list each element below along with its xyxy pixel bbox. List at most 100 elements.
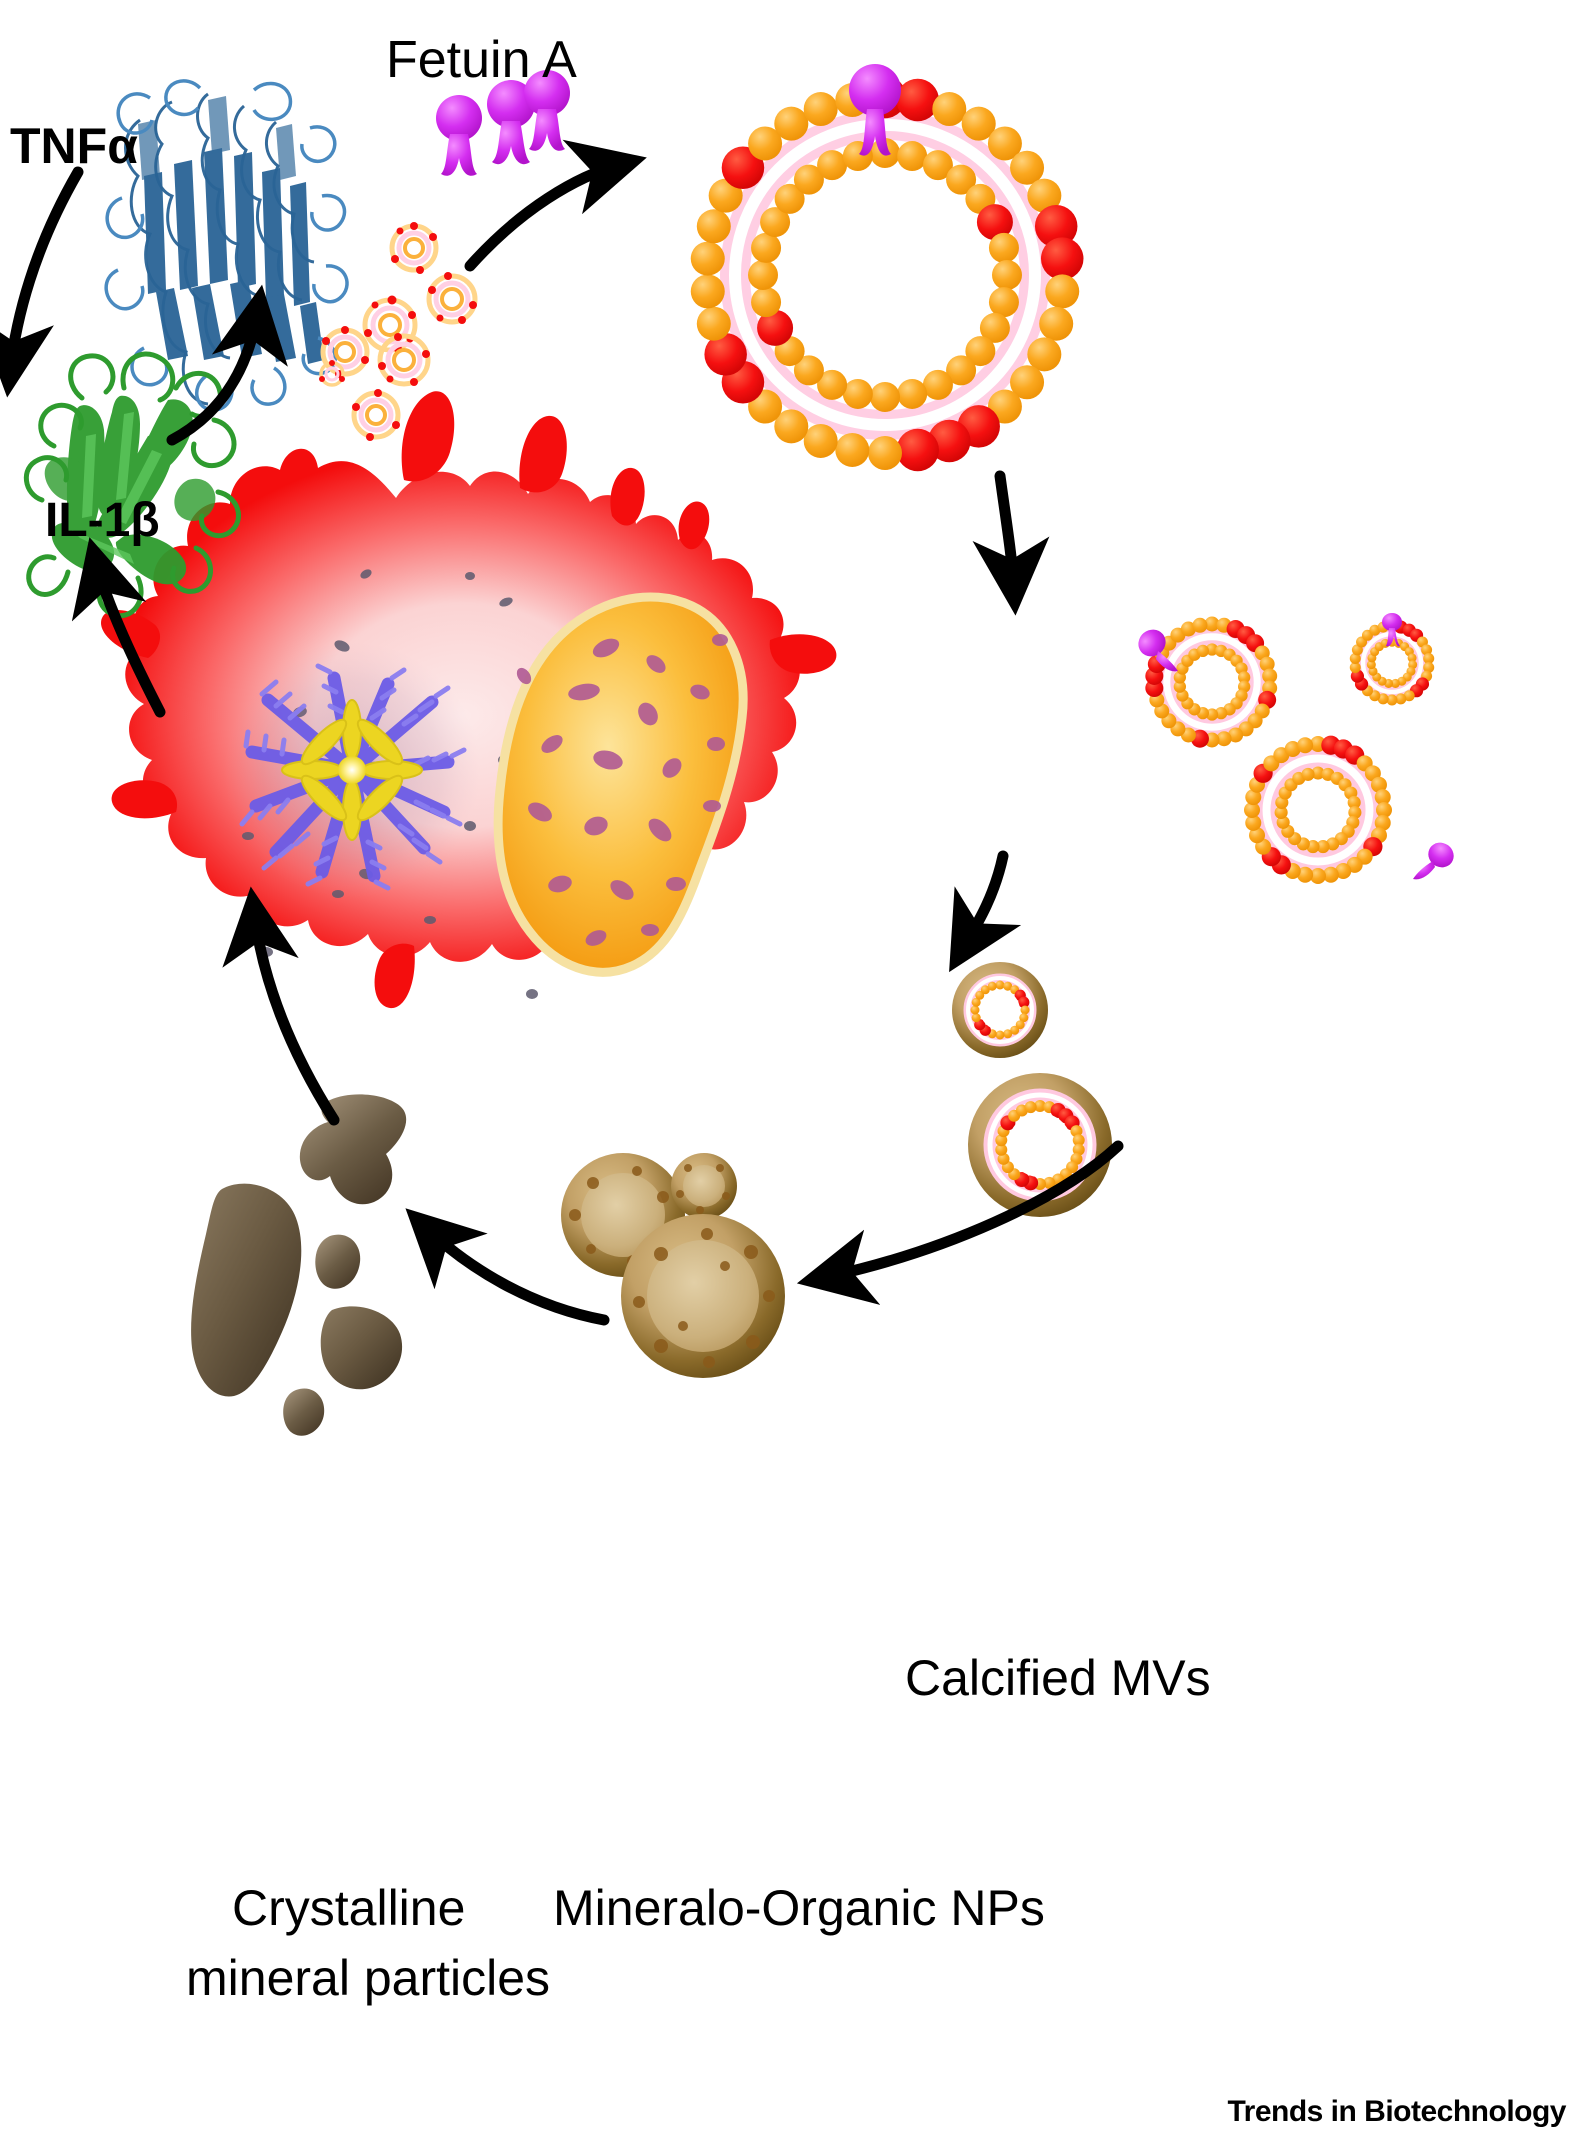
lipid-head-bead <box>690 274 725 309</box>
label-il-1-beta: IL-1β <box>45 494 160 547</box>
lipid-head-bead <box>1335 862 1352 879</box>
label-fetuin-a: Fetuin A <box>386 31 577 89</box>
calcium-bead <box>896 428 939 472</box>
fetuin-on-medium-mv-3 <box>1413 842 1454 880</box>
lipid-head-bead <box>1003 981 1013 991</box>
cell-nucleus <box>493 592 748 977</box>
lipid-head-bead <box>817 150 848 181</box>
lipid-head-bead <box>987 126 1022 161</box>
lipid-head-bead <box>1245 789 1262 806</box>
lipid-head-bead <box>1015 1020 1025 1030</box>
arrow-tnf-to-il1b <box>0 166 84 398</box>
lipid-head-bead <box>1366 660 1376 670</box>
lipid-head-bead <box>897 141 928 172</box>
inflammasome <box>224 642 480 898</box>
small-matrix-vesicles <box>319 222 478 441</box>
calcium-bead <box>704 333 747 376</box>
lipid-head-bead <box>1238 671 1251 684</box>
lipid-head-bead <box>870 382 900 412</box>
lipid-head-bead <box>1301 767 1315 781</box>
lipid-head-bead <box>1297 866 1314 883</box>
lipid-head-bead <box>868 436 902 470</box>
lipid-head-bead <box>987 981 997 991</box>
lipid-head-bead <box>1043 1176 1056 1189</box>
arrows <box>0 139 1124 1326</box>
lipid-head-bead <box>1070 1125 1083 1138</box>
lipid-head-bead <box>1347 795 1361 810</box>
lipid-head-bead <box>988 287 1019 318</box>
calcium-bead <box>1040 237 1084 280</box>
lipid-head-bead <box>1423 661 1435 673</box>
lipid-head-bead <box>1034 1100 1046 1112</box>
lipid-head-bead <box>980 985 990 995</box>
lipid-head-bead <box>1204 616 1220 632</box>
lipid-head-bead <box>1019 1013 1029 1023</box>
lipid-head-bead <box>751 287 782 318</box>
lipid-head-bead <box>1369 624 1381 636</box>
lipid-head-bead <box>997 1152 1010 1165</box>
lipid-head-bead <box>1390 678 1400 688</box>
lipid-head-bead <box>1297 737 1314 754</box>
calcium-bead <box>896 78 939 122</box>
lipid-head-bead <box>1245 814 1262 831</box>
lipid-head-bead <box>1244 802 1260 818</box>
label-mineralo-organic-nps: Mineralo-Organic NPs <box>553 1880 1045 1936</box>
lipid-head-bead <box>1192 617 1208 633</box>
lipid-head-bead <box>946 164 977 195</box>
lipid-head-bead <box>748 260 778 290</box>
lipid-head-bead <box>1205 643 1219 656</box>
lipid-head-bead <box>975 990 985 1000</box>
lipid-head-bead <box>1274 805 1288 820</box>
arrow-largemv-to-mediummvs <box>972 470 1050 616</box>
mineralo-organic-nanoparticles <box>561 1153 785 1378</box>
macrophage-cell <box>101 391 837 1009</box>
lipid-head-bead <box>1370 776 1387 793</box>
arrow-mvs-to-fetuin <box>464 139 647 272</box>
label-calcified-mvs: Calcified MVs <box>905 1650 1211 1706</box>
lipid-head-bead <box>774 183 805 214</box>
label-crystalline-line1: Crystalline <box>232 1880 466 1936</box>
lipid-head-bead <box>922 369 953 400</box>
lipid-head-bead <box>774 409 809 444</box>
lipid-head-bead <box>1045 274 1080 309</box>
lipid-head-bead <box>1376 802 1392 818</box>
lipid-head-bead <box>1215 707 1228 720</box>
lipid-head-bead <box>751 232 782 263</box>
lipid-head-bead <box>1407 653 1417 663</box>
lipid-head-bead <box>1395 693 1407 705</box>
lipid-head-bead <box>1010 150 1045 185</box>
calcium-bead <box>1018 996 1030 1008</box>
lipid-head-bead <box>1205 708 1219 721</box>
lipid-head-bead <box>1216 731 1232 747</box>
lipid-head-bead <box>992 260 1022 290</box>
lipid-head-bead <box>1349 661 1361 673</box>
lipid-head-bead <box>803 423 838 458</box>
arrow-crystals-to-macrophage <box>222 886 340 1126</box>
lipid-head-bead <box>971 997 981 1007</box>
lipid-head-bead <box>774 106 809 141</box>
lipid-head-bead <box>1196 644 1209 657</box>
lipid-head-bead <box>1310 868 1326 884</box>
lipid-head-bead <box>988 232 1019 263</box>
crystalline-mineral-particles <box>191 1094 407 1436</box>
arrow-macrophage-to-il1b <box>71 537 166 718</box>
lipid-head-bead <box>793 164 824 195</box>
lipid-head-bead <box>1316 840 1330 854</box>
lipid-head-bead <box>690 241 725 276</box>
lipid-head-bead <box>1180 621 1196 637</box>
medium-matrix-vesicles <box>1138 613 1454 884</box>
arrow-nps-to-crystals <box>405 1208 610 1326</box>
lipid-head-bead <box>1374 789 1391 806</box>
lipid-head-bead <box>970 1005 980 1015</box>
lipid-head-bead <box>1349 653 1361 665</box>
fetuin-on-large-mv <box>849 64 901 156</box>
lipid-head-bead <box>971 1013 981 1023</box>
lipid-head-bead <box>748 126 783 161</box>
lipid-head-bead <box>1284 741 1301 758</box>
lipid-head-bead <box>897 378 928 409</box>
lipid-head-bead <box>1421 644 1433 656</box>
lipid-head-bead <box>1377 693 1389 705</box>
lipid-head-bead <box>1003 1029 1013 1039</box>
